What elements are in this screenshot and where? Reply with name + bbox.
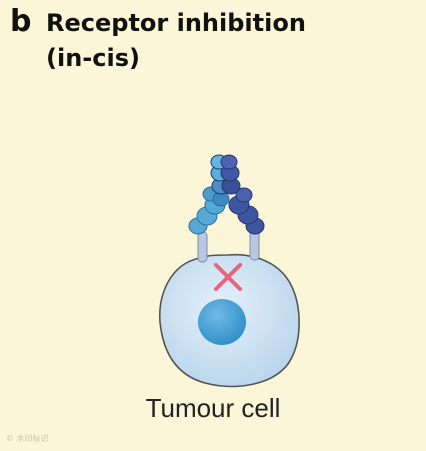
nucleus [198,299,246,345]
antibody-fc-region [210,154,241,195]
receptor-stalk-left [197,231,208,263]
panel-title-line-2: (in-cis) [46,44,140,72]
watermark: © 水印标识 [6,434,49,443]
bispecific-antibody-icon [188,154,265,235]
antibody-right-arm [228,187,265,235]
tumour-cell-label: Tumour cell [145,393,281,423]
cross-icon [214,263,242,291]
panel-letter: b [10,4,32,39]
panel-title: Receptor inhibition (in-cis) [46,6,306,76]
receptor-stalk-right [249,229,260,261]
panel-title-line-1: Receptor inhibition [46,9,306,37]
